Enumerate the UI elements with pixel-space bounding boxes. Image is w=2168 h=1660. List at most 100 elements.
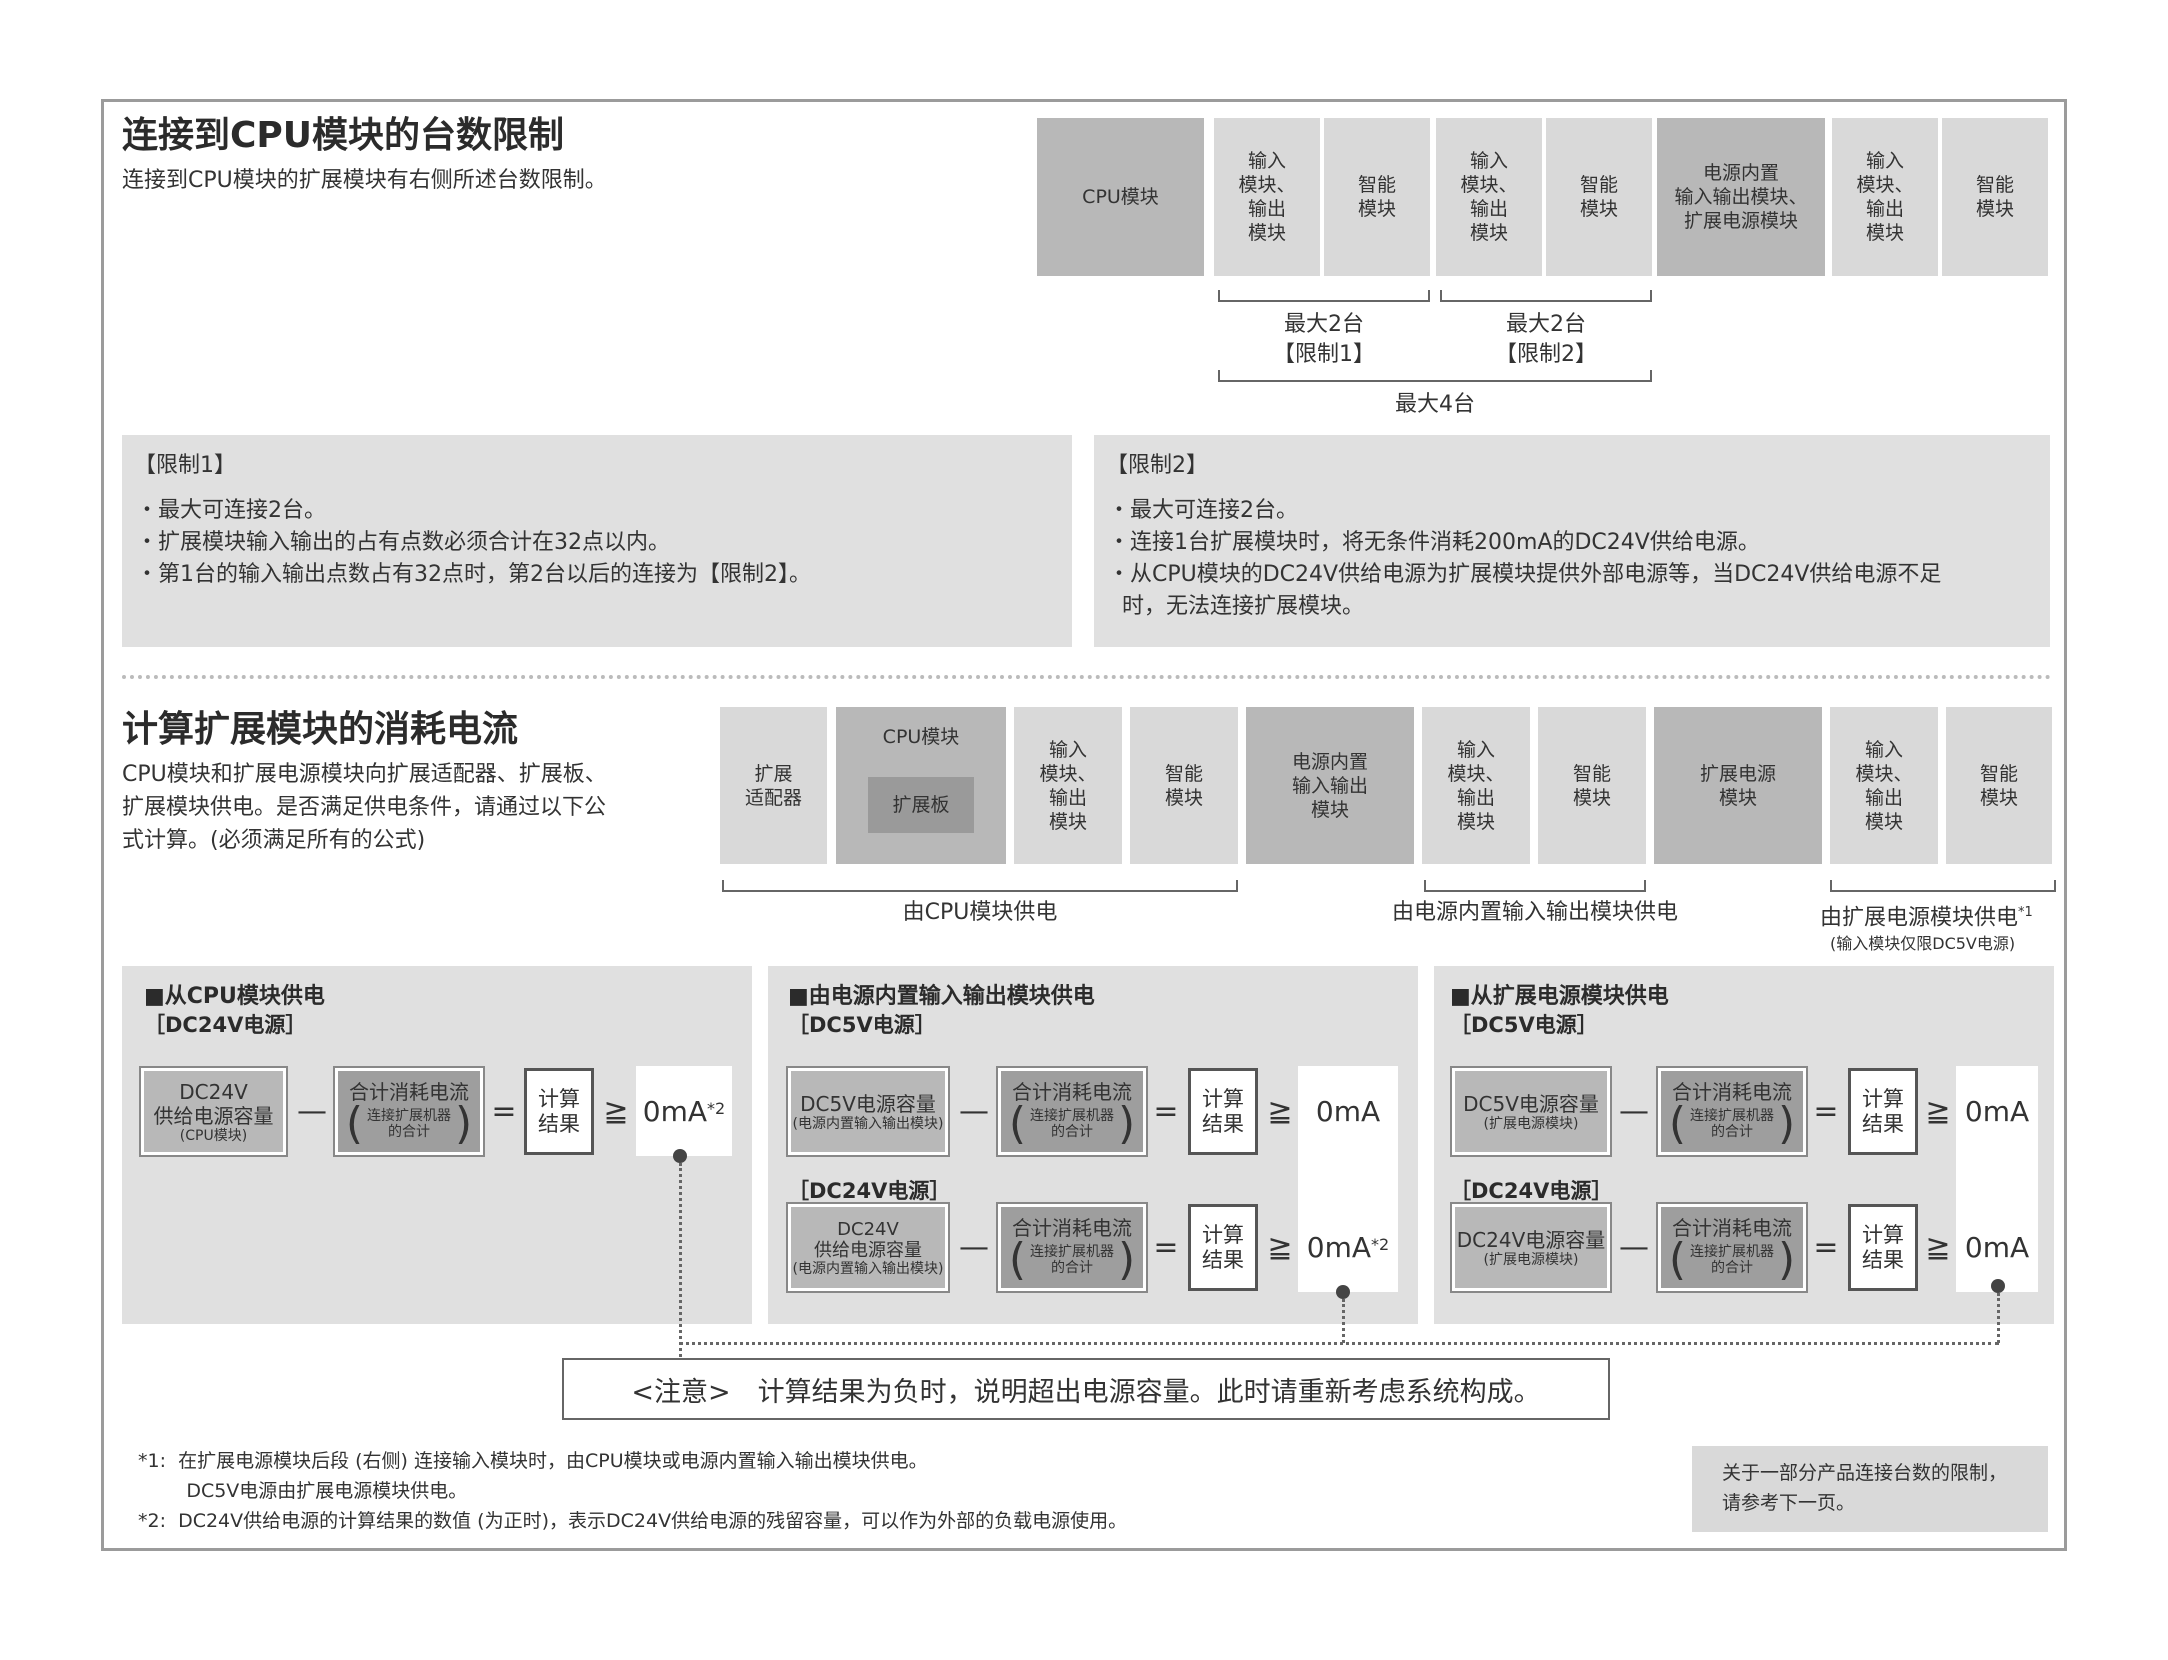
psio-panel-title: ■由电源内置输入输出模块供电 — [788, 984, 1095, 1009]
bracket-psio-supply — [1424, 880, 1646, 892]
bracket-limit1-label: 最大2台 【限制1】 — [1273, 312, 1375, 367]
section1-title: 连接到CPU模块的台数限制 — [122, 115, 565, 156]
calc-result-box: 计算 结果 — [1188, 1204, 1258, 1291]
section-divider — [122, 675, 2052, 679]
section1-desc: 连接到CPU模块的扩展模块有右侧所述台数限制。 — [122, 168, 607, 193]
calc-result-box: 计算 结果 — [1848, 1068, 1918, 1155]
connector-line — [1997, 1293, 2000, 1343]
minus-sign: — — [959, 1230, 989, 1265]
connector-line — [679, 1163, 682, 1357]
expansion-adapter-block: 扩展 适配器 — [720, 707, 827, 864]
bracket-limit1 — [1218, 290, 1430, 302]
calc-result-box: 计算 结果 — [524, 1068, 594, 1155]
psio-panel-dc5v-label: ［DC5V电源］ — [788, 1013, 936, 1037]
smart-module-block: 智能 模块 — [1942, 118, 2048, 276]
total-consumption-box: 合计消耗电流 (连接扩展机器 的合计) — [1656, 1066, 1808, 1157]
psio-panel-dc24v-label: ［DC24V电源］ — [788, 1179, 951, 1203]
footnote-1: *1: 在扩展电源模块后段 (右侧) 连接输入模块时，由CPU模块或电源内置输入… — [138, 1450, 928, 1472]
io-module-block: 输入 模块、 输出 模块 — [1830, 707, 1938, 864]
io-module-block: 输入 模块、 输出 模块 — [1422, 707, 1530, 864]
connector-line — [1342, 1299, 1345, 1343]
limit1-title: 【限制1】 — [134, 453, 236, 478]
ext-panel-title: ■从扩展电源模块供电 — [1450, 984, 1669, 1009]
geq-sign: ≧ — [1925, 1094, 1951, 1129]
connector-line — [679, 1342, 1999, 1345]
footnote-2: *2: DC24V供给电源的计算结果的数值 (为正时)，表示DC24V供给电源的… — [138, 1510, 1128, 1532]
calc-result-box: 计算 结果 — [1188, 1068, 1258, 1155]
cpu-dc24v-capacity-box: DC24V 供给电源容量 (CPU模块) — [139, 1066, 288, 1157]
minus-sign: — — [959, 1094, 989, 1129]
cpu-module-block: CPU模块 — [1037, 118, 1204, 276]
geq-sign: ≧ — [1925, 1230, 1951, 1265]
psio-dc5v-capacity-box: DC5V电源容量 (电源内置输入输出模块) — [786, 1066, 950, 1157]
geq-sign: ≧ — [1267, 1230, 1293, 1265]
geq-sign: ≧ — [1267, 1094, 1293, 1129]
cpu-module-label: CPU模块 — [882, 726, 960, 748]
limit2-item: ・连接1台扩展模块时，将无条件消耗200mA的DC24V供给电源。 — [1108, 530, 1760, 555]
smart-module-block: 智能 模块 — [1946, 707, 2052, 864]
bracket-ext-supply — [1830, 880, 2056, 892]
ext-power-module-block: 扩展电源 模块 — [1654, 707, 1822, 864]
total-consumption-box: 合计消耗电流 (连接扩展机器 的合计) — [1656, 1202, 1808, 1293]
ext-dc24v-result-value: 0mA — [1956, 1202, 2038, 1292]
ext-panel-dc24v-label: ［DC24V电源］ — [1450, 1179, 1613, 1203]
equals-sign: = — [1153, 1094, 1179, 1129]
section2-title: 计算扩展模块的消耗电流 — [122, 709, 519, 750]
limit2-item: ・从CPU模块的DC24V供给电源为扩展模块提供外部电源等，当DC24V供给电源… — [1108, 562, 1942, 619]
total-consumption-box: 合计消耗电流 (连接扩展机器 的合计) — [996, 1066, 1148, 1157]
limit1-item: ・最大可连接2台。 — [136, 498, 326, 523]
connector-dot — [1991, 1279, 2005, 1293]
equals-sign: = — [491, 1094, 517, 1129]
io-module-block: 输入 模块、 输出 模块 — [1214, 118, 1320, 276]
equals-sign: = — [1153, 1230, 1179, 1265]
ext-dc5v-result-value: 0mA — [1956, 1066, 2038, 1156]
bracket-cpu-supply — [722, 880, 1238, 892]
limit2-title: 【限制2】 — [1106, 453, 1208, 478]
limit2-panel — [1094, 435, 2050, 647]
psio-dc24v-capacity-box: DC24V 供给电源容量 (电源内置输入输出模块) — [786, 1202, 950, 1293]
footnote-1-cont: DC5V电源由扩展电源模块供电。 — [138, 1480, 468, 1502]
psio-supply-label: 由电源内置输入输出模块供电 — [1391, 900, 1678, 925]
cpu-module-block: CPU模块 扩展板 — [836, 707, 1006, 864]
minus-sign: — — [297, 1094, 327, 1129]
calc-result-box: 计算 结果 — [1848, 1204, 1918, 1291]
page-frame — [101, 99, 2067, 1551]
ext-panel-dc5v-label: ［DC5V电源］ — [1450, 1013, 1598, 1037]
cpu-supply-label: 由CPU模块供电 — [902, 900, 1058, 925]
limit1-panel — [122, 435, 1072, 647]
total-consumption-box: 合计消耗电流 (连接扩展机器 的合计) — [996, 1202, 1148, 1293]
expansion-board-block: 扩展板 — [868, 777, 974, 833]
limit2-item: ・最大可连接2台。 — [1108, 498, 1298, 523]
bracket-total — [1218, 370, 1652, 382]
cpu-panel-title: ■从CPU模块供电 — [144, 984, 325, 1009]
limit1-item: ・第1台的输入输出点数占有32点时，第2台以后的连接为【限制2】。 — [136, 562, 811, 587]
minus-sign: — — [1619, 1094, 1649, 1129]
connector-dot — [673, 1149, 687, 1163]
psio-dc5v-result-value: 0mA — [1298, 1066, 1398, 1156]
smart-module-block: 智能 模块 — [1130, 707, 1238, 864]
ext-dc24v-capacity-box: DC24V电源容量 (扩展电源模块) — [1450, 1202, 1612, 1293]
io-module-block: 输入 模块、 输出 模块 — [1014, 707, 1122, 864]
smart-module-block: 智能 模块 — [1324, 118, 1430, 276]
bracket-limit2-label: 最大2台 【限制2】 — [1495, 312, 1597, 367]
geq-sign: ≧ — [603, 1094, 629, 1129]
bracket-limit2 — [1440, 290, 1652, 302]
equals-sign: = — [1813, 1230, 1839, 1265]
smart-module-block: 智能 模块 — [1538, 707, 1646, 864]
notice-box: <注意> 计算结果为负时，说明超出电源容量。此时请重新考虑系统构成。 — [562, 1358, 1610, 1420]
io-module-block: 输入 模块、 输出 模块 — [1436, 118, 1542, 276]
reference-note: 关于一部分产品连接台数的限制， 请参考下一页。 — [1692, 1446, 2048, 1532]
minus-sign: — — [1619, 1230, 1649, 1265]
psio-dc24v-result-value: 0mA*2 — [1298, 1202, 1398, 1292]
ext-supply-label: 由扩展电源模块供电*1 — [1820, 905, 2033, 931]
power-io-module-block: 电源内置 输入输出模块、 扩展电源模块 — [1657, 118, 1825, 276]
connector-dot — [1336, 1285, 1350, 1299]
cpu-result-value: 0mA*2 — [636, 1066, 732, 1156]
ext-dc5v-capacity-box: DC5V电源容量 (扩展电源模块) — [1450, 1066, 1612, 1157]
section2-desc: CPU模块和扩展电源模块向扩展适配器、扩展板、 扩展模块供电。是否满足供电条件，… — [122, 762, 607, 853]
cpu-panel-dc24v-label: ［DC24V电源］ — [144, 1013, 307, 1037]
total-consumption-box: 合计消耗电流 (连接扩展机器 的合计) — [333, 1066, 485, 1157]
smart-module-block: 智能 模块 — [1546, 118, 1652, 276]
power-io-module-block: 电源内置 输入输出 模块 — [1246, 707, 1414, 864]
limit1-item: ・扩展模块输入输出的占有点数必须合计在32点以内。 — [136, 530, 670, 555]
